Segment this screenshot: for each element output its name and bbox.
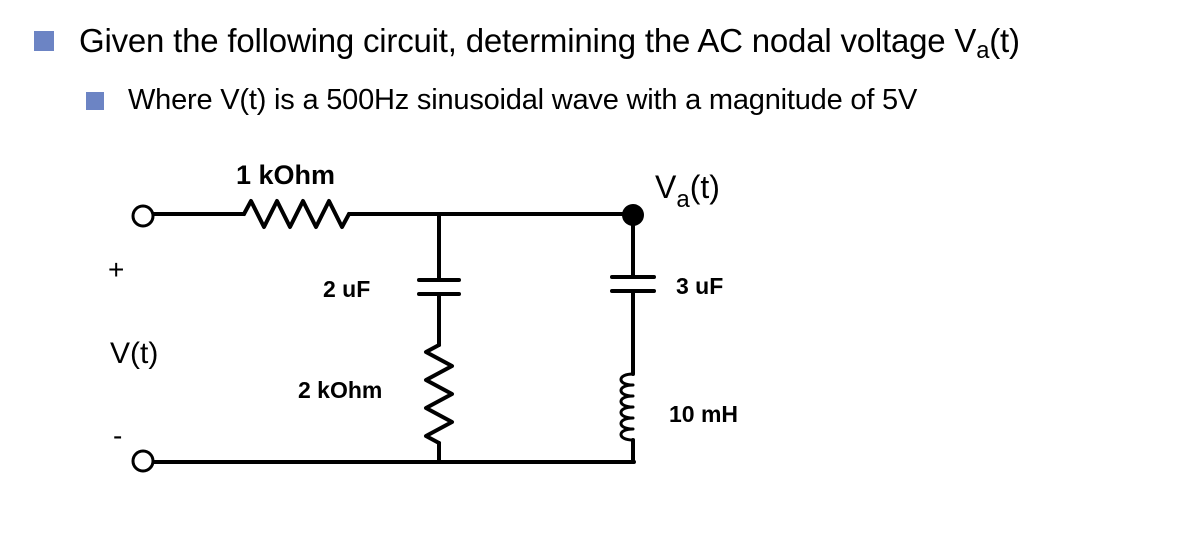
l1-label: 10 mH — [669, 401, 738, 427]
bullet-square-icon — [86, 91, 104, 110]
bullet-main-text: Given the following circuit, determining… — [79, 22, 1020, 64]
terminal-top-icon — [131, 204, 155, 228]
node-va-dot-icon — [622, 204, 644, 226]
minus-label: - — [113, 420, 122, 451]
c1-label: 2 uF — [323, 276, 370, 302]
plus-label: + — [108, 254, 124, 285]
node-va-label: Va(t) — [655, 169, 720, 213]
resistor-2k-symbol — [424, 343, 454, 445]
source-label: V(t) — [110, 337, 158, 370]
bullet-sub-text: Where V(t) is a 500Hz sinusoidal wave wi… — [128, 84, 918, 116]
terminal-bottom-icon — [131, 449, 155, 473]
bullet-square-icon — [34, 31, 54, 51]
inductor-10mh-symbol — [619, 372, 635, 442]
r1-label: 1 kOhm — [236, 160, 335, 190]
c2-label: 3 uF — [676, 273, 723, 299]
bullet-sub: Where V(t) is a 500Hz sinusoidal wave wi… — [86, 84, 917, 117]
r2-label: 2 kOhm — [298, 377, 382, 403]
bullet-main: Given the following circuit, determining… — [34, 22, 1020, 64]
resistor-1k-symbol — [242, 199, 351, 229]
